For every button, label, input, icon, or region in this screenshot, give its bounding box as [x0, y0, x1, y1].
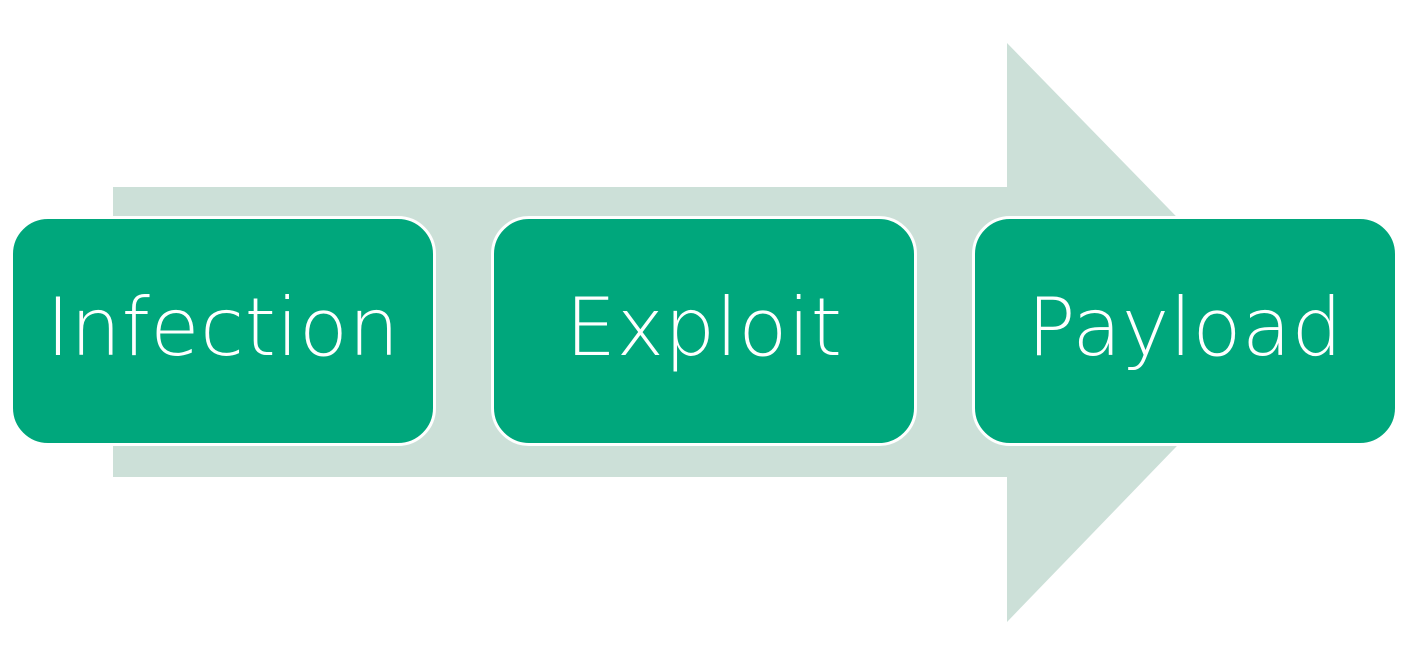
step-label-exploit: Exploit — [565, 281, 843, 374]
step-box-payload: Payload — [972, 216, 1398, 446]
step-label-infection: Infection — [46, 281, 400, 374]
step-box-exploit: Exploit — [491, 216, 917, 446]
step-label-payload: Payload — [1027, 281, 1343, 374]
step-box-infection: Infection — [10, 216, 436, 446]
